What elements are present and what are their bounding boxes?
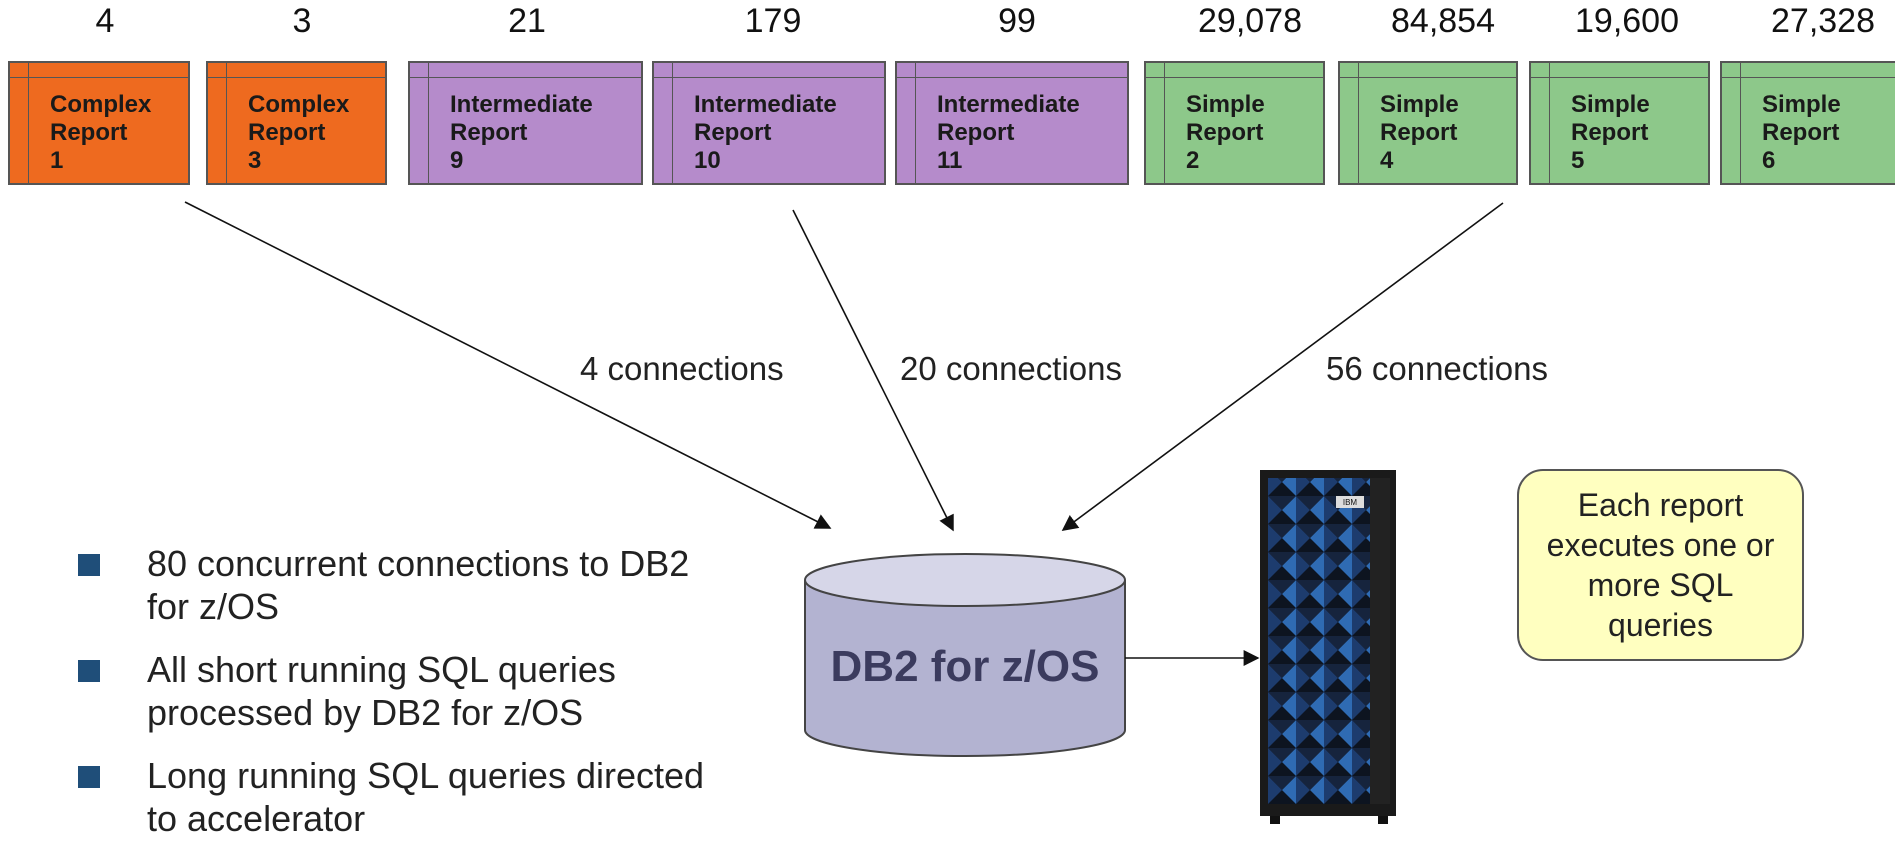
square-bullet-icon — [78, 554, 100, 576]
report-count: 21 — [508, 2, 546, 40]
report-count: 84,854 — [1391, 2, 1495, 40]
bullet-list: 80 concurrent connections to DB2 for z/O… — [75, 542, 715, 860]
arrow-complex-to-db — [184, 201, 832, 529]
report-count: 29,078 — [1198, 2, 1302, 40]
note-callout: Each report executes one or more SQL que… — [1517, 469, 1804, 661]
report-count: 4 — [95, 2, 115, 40]
server-brand-label: IBM — [1343, 498, 1358, 507]
database-cylinder — [804, 553, 1126, 757]
report-count: 27,328 — [1771, 2, 1875, 40]
square-bullet-icon — [78, 766, 100, 788]
arrow-intermediate-to-db — [792, 209, 954, 532]
connections-label-intermediate: 20 connections — [900, 350, 1122, 387]
report-count: 19,600 — [1575, 2, 1679, 40]
bullet-item: 80 concurrent connections to DB2 for z/O… — [75, 542, 715, 628]
connections-label-complex: 4 connections — [580, 350, 784, 387]
report-count: 179 — [744, 2, 802, 40]
report-count: 99 — [998, 2, 1036, 40]
square-bullet-icon — [78, 660, 100, 682]
arrow-simple-to-db — [1061, 202, 1504, 531]
mainframe-server-icon: IBM — [1260, 470, 1396, 824]
bullet-item: All short running SQL queries processed … — [75, 648, 715, 734]
connections-label-simple: 56 connections — [1326, 350, 1548, 387]
report-count: 3 — [292, 2, 312, 40]
bullet-item: Long running SQL queries directed to acc… — [75, 754, 715, 840]
database-label: DB2 for z/OS — [830, 642, 1100, 691]
